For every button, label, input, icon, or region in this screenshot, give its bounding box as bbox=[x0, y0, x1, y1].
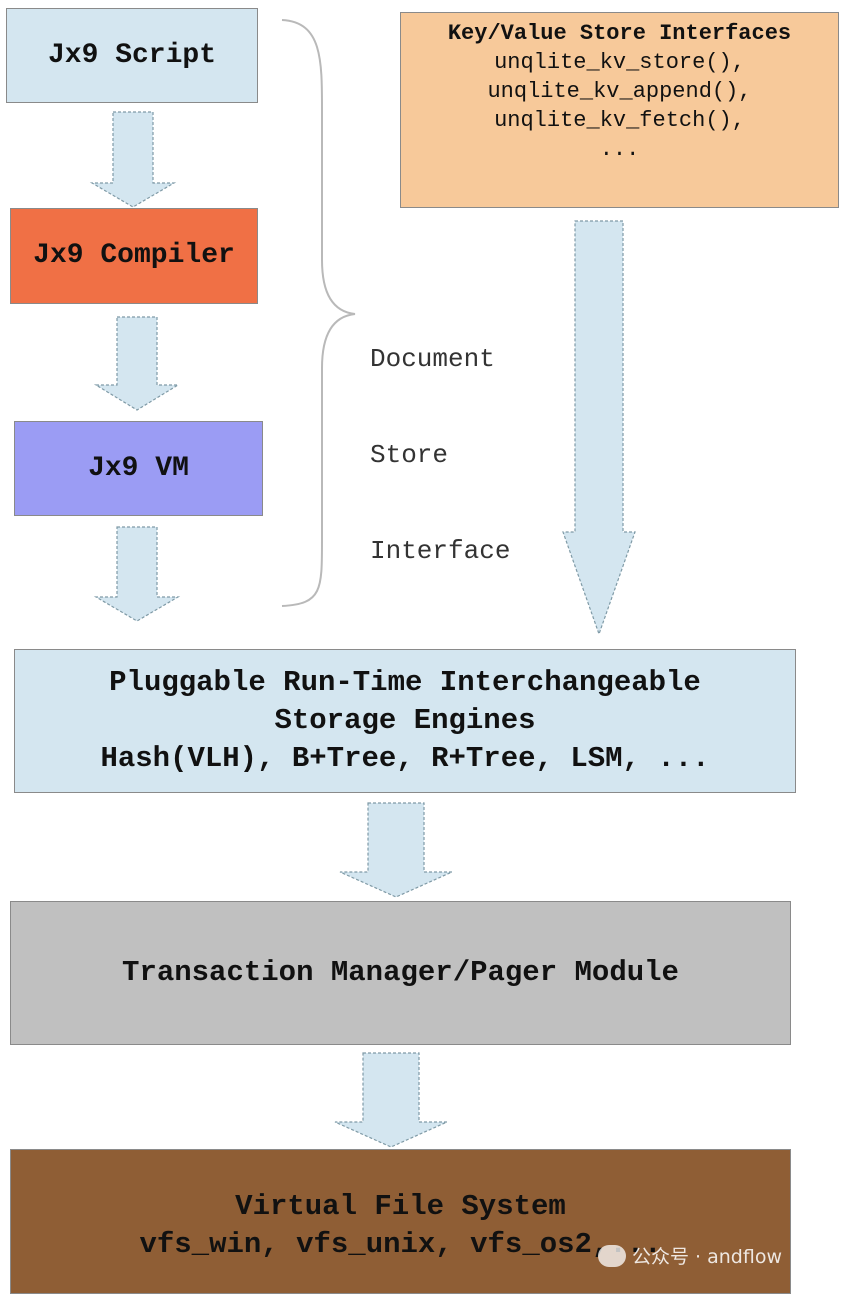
arrow-script-to-compiler bbox=[89, 111, 177, 208]
watermark-text: 公众号 · andflow bbox=[632, 1246, 782, 1268]
engines-line-2: Storage Engines bbox=[274, 704, 536, 737]
jx9-script-label: Jx9 Script bbox=[47, 39, 217, 71]
virtual-file-system-box: Virtual File System vfs_win, vfs_unix, v… bbox=[10, 1149, 791, 1294]
engines-line-1: Pluggable Run-Time Interchangeable bbox=[109, 666, 701, 699]
arrow-kv-to-engines bbox=[562, 220, 636, 636]
arrow-compiler-to-vm bbox=[93, 316, 181, 411]
kv-function-append: unqlite_kv_append(), bbox=[487, 79, 752, 104]
jx9-script-box: Jx9 Script bbox=[6, 8, 258, 103]
wechat-icon bbox=[598, 1244, 626, 1267]
jx9-vm-label: Jx9 VM bbox=[88, 452, 189, 484]
storage-engines-box: Pluggable Run-Time Interchangeable Stora… bbox=[14, 649, 796, 793]
transaction-manager-label: Transaction Manager/Pager Module bbox=[122, 956, 679, 989]
doc-store-line-3: Interface bbox=[370, 536, 511, 566]
arrow-vm-to-engines bbox=[93, 526, 181, 622]
doc-store-line-1: Document bbox=[370, 344, 495, 374]
kv-function-more: ... bbox=[599, 137, 640, 162]
watermark: 公众号 · andflow bbox=[598, 1242, 782, 1269]
vfs-line-1: Virtual File System bbox=[235, 1189, 566, 1223]
vfs-line-2: vfs_win, vfs_unix, vfs_os2,... bbox=[139, 1227, 662, 1261]
engines-line-3: Hash(VLH), B+Tree, R+Tree, LSM, ... bbox=[100, 742, 710, 775]
arrow-txn-to-vfs bbox=[334, 1052, 448, 1148]
jx9-vm-box: Jx9 VM bbox=[14, 421, 263, 516]
document-store-brace bbox=[281, 19, 356, 607]
kv-function-store: unqlite_kv_store(), bbox=[494, 50, 745, 75]
transaction-manager-box: Transaction Manager/Pager Module bbox=[10, 901, 791, 1045]
kv-function-fetch: unqlite_kv_fetch(), bbox=[494, 108, 745, 133]
arrow-engines-to-txn bbox=[339, 802, 453, 898]
jx9-compiler-label: Jx9 Compiler bbox=[33, 240, 235, 271]
doc-store-line-2: Store bbox=[370, 440, 449, 470]
jx9-compiler-box: Jx9 Compiler bbox=[10, 208, 258, 304]
kv-store-interfaces-box: Key/Value Store Interfaces unqlite_kv_st… bbox=[400, 12, 839, 208]
kv-store-title: Key/Value Store Interfaces bbox=[447, 21, 792, 46]
document-store-interface-label: Document Store Interface bbox=[370, 279, 510, 599]
